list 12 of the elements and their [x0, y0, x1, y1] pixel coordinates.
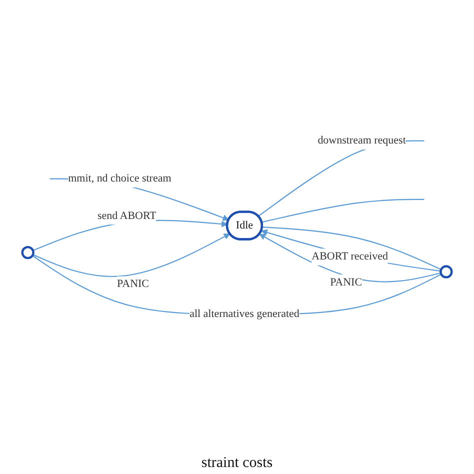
edge-label: PANIC: [330, 276, 362, 289]
edge-label: ABORT received: [312, 251, 388, 263]
edge-label: PANIC: [117, 278, 150, 290]
edge-label: downstream request: [318, 135, 406, 147]
edge-label: send ABORT: [98, 210, 156, 222]
edge-label: mmit, nd choice stream: [68, 173, 172, 185]
node-circle: [440, 265, 453, 279]
arrow: [32, 234, 230, 278]
note-text: straint costs: [201, 455, 273, 472]
arrow: [259, 234, 441, 283]
node-circle: [21, 246, 34, 260]
edge-label: all alternatives generated: [190, 308, 300, 320]
